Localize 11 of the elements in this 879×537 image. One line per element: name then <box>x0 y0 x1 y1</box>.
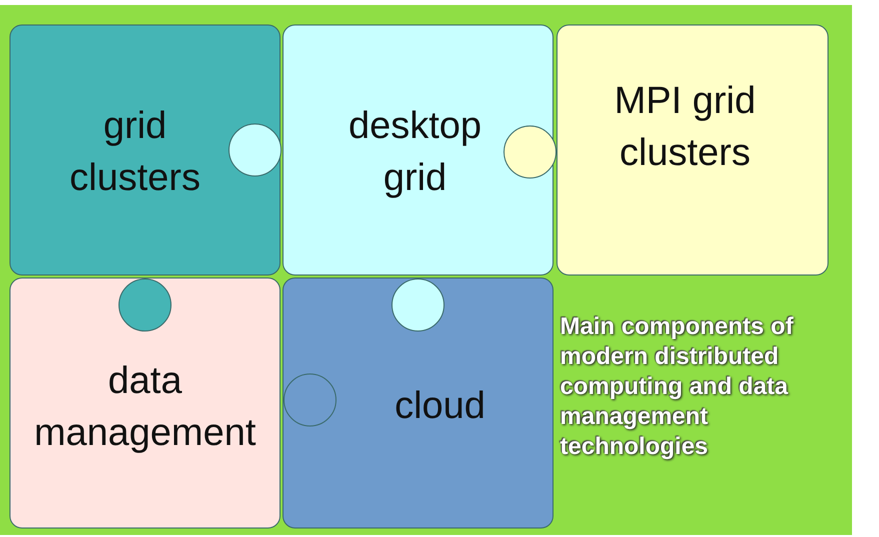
puzzle-piece <box>10 25 280 331</box>
piece-label: grid clusters <box>68 104 202 201</box>
puzzle-piece <box>229 25 553 331</box>
puzzle-piece <box>10 278 280 528</box>
puzzle-piece <box>283 278 553 528</box>
piece-label: cloud <box>394 384 486 429</box>
puzzle-piece <box>504 25 828 275</box>
piece-label: desktop grid <box>347 104 483 201</box>
piece-label: data management <box>33 359 257 456</box>
piece-label: MPI grid clusters <box>613 79 757 176</box>
caption-text: Main components of modern distributed computing and data management technologies <box>560 312 794 462</box>
